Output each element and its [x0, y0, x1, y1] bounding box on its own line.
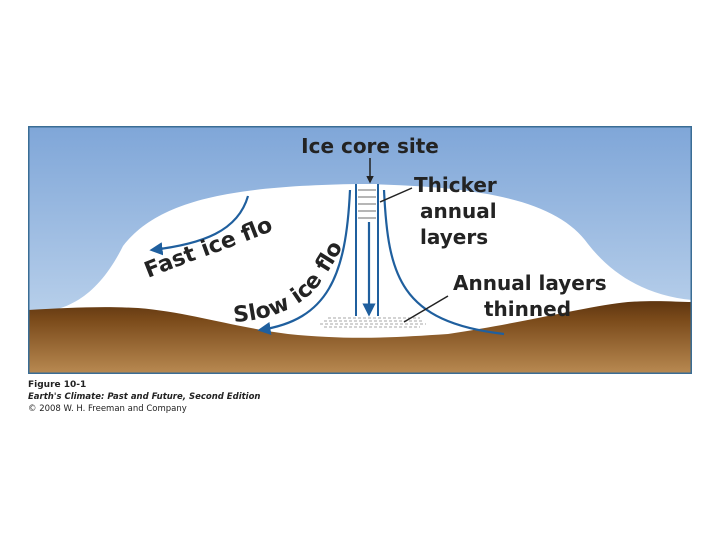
label-thinned-line-2: thinned: [484, 297, 571, 321]
label-thicker-line-1: Thicker: [414, 173, 497, 197]
ice-sheet-diagram: Ice core site Thicker annual layers Annu…: [28, 126, 692, 374]
label-thicker-line-2: annual: [420, 199, 497, 223]
figure-number: Figure 10-1: [28, 379, 260, 391]
book-title: Earth's Climate: Past and Future, Second…: [28, 391, 260, 403]
label-ice-core-site: Ice core site: [301, 134, 439, 158]
copyright-line: © 2008 W. H. Freeman and Company: [28, 403, 260, 415]
figure-caption: Figure 10-1 Earth's Climate: Past and Fu…: [28, 379, 260, 415]
label-thinned-line-1: Annual layers: [453, 271, 607, 295]
label-thicker-line-3: layers: [420, 225, 488, 249]
